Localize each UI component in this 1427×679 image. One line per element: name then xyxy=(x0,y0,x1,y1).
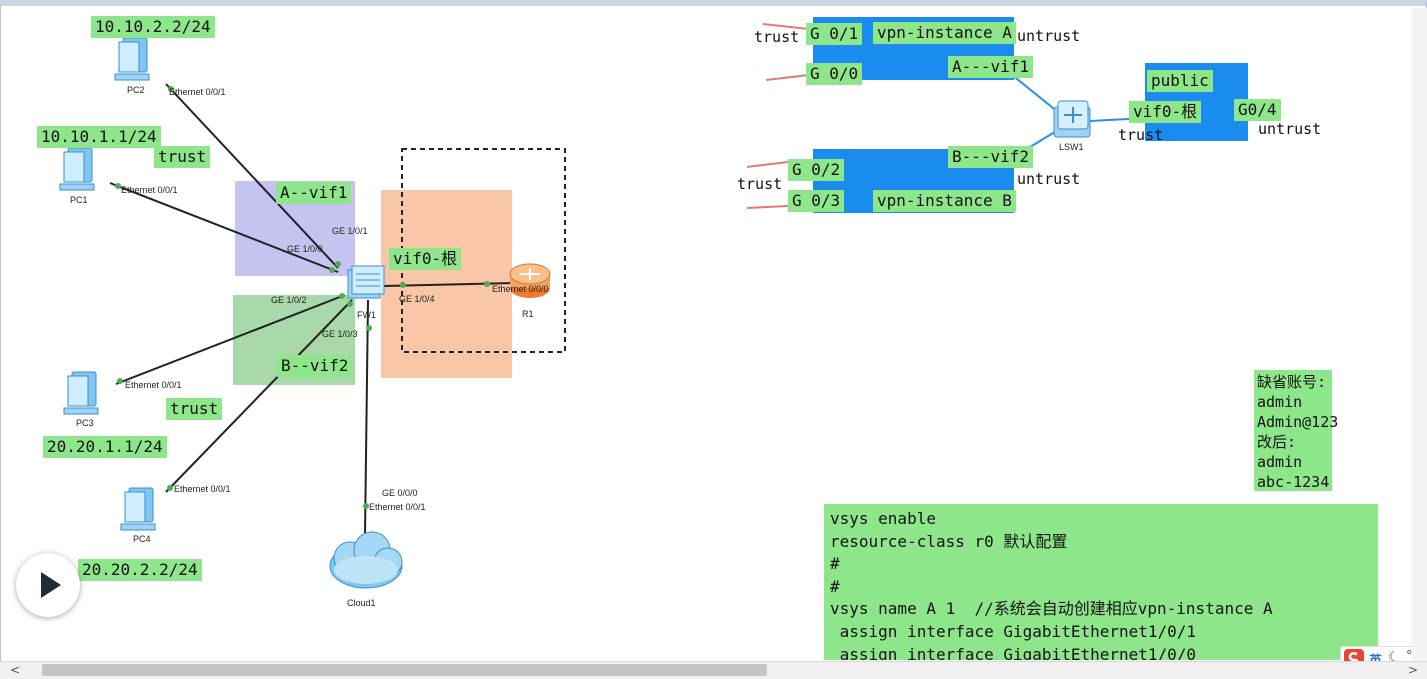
untrust-b-label: untrust xyxy=(1017,170,1081,188)
account-line: admin xyxy=(1257,393,1303,411)
fw-ge100-label: GE 1/0/0 xyxy=(287,244,323,254)
pc4-ip-label: 20.20.2.2/24 xyxy=(78,559,202,581)
pc1-icon xyxy=(59,147,95,191)
code-line: vsys name A 1 //系统会自动创建相应vpn-instance A xyxy=(830,599,1273,619)
vif1-a-label: A---vif1 xyxy=(948,56,1034,78)
scroll-left-arrow-icon[interactable]: < xyxy=(10,663,21,677)
pc2-icon xyxy=(114,37,150,81)
g02-label: G 0/2 xyxy=(788,159,845,181)
link-pc4-fw xyxy=(165,299,353,493)
public-title: public xyxy=(1147,70,1213,92)
router-port-label: Ethernet 0/0/0 xyxy=(492,284,549,294)
pc3-ip-label: 20.20.1.1/24 xyxy=(43,436,167,458)
fw-ge101-label: GE 1/0/1 xyxy=(332,226,368,236)
code-line: assign interface GigabitEthernet1/0/1 xyxy=(830,621,1197,641)
code-line: vsys enable xyxy=(830,509,936,528)
pc4-name: PC4 xyxy=(133,534,151,544)
trust-public-label: trust xyxy=(1118,126,1164,144)
vif2-label: B--vif2 xyxy=(277,355,353,377)
account-line: 缺省账号: xyxy=(1257,373,1327,391)
cloud-ge000-label: GE 0/0/0 xyxy=(382,488,418,498)
fw-ge104-label: GE 1/0/4 xyxy=(399,294,435,304)
red-stubs xyxy=(746,23,810,209)
vif1-label: A--vif1 xyxy=(276,182,352,204)
vpn-instance-a-label: vpn-instance A xyxy=(873,22,1016,44)
code-line: # xyxy=(830,576,840,596)
pc3-icon xyxy=(63,371,99,415)
link-pc2-fw xyxy=(165,83,339,269)
moon-icon: ☾ xyxy=(1388,650,1400,665)
pc2-port-label: Ethernet 0/0/1 xyxy=(169,87,226,97)
code-line: resource-class r0 默认配置 xyxy=(830,531,1068,551)
pc3-name: PC3 xyxy=(76,418,94,428)
pc3-port-label: Ethernet 0/0/1 xyxy=(125,380,182,390)
play-button[interactable] xyxy=(16,553,80,617)
port-dots xyxy=(115,86,490,509)
vif0-public-label: vif0-根 xyxy=(1129,101,1202,123)
account-line: Admin@123 xyxy=(1257,413,1339,431)
g00-label: G 0/0 xyxy=(806,63,863,85)
default-account-note: 缺省账号: admin Admin@123 改后: admin abc-1234 xyxy=(1254,370,1339,491)
untrust-a-label: untrust xyxy=(1017,27,1081,45)
pc1-name: PC1 xyxy=(70,195,88,205)
g01-label: G 0/1 xyxy=(806,23,863,45)
account-line: abc-1234 xyxy=(1257,473,1330,491)
pc4-port-label: Ethernet 0/0/1 xyxy=(174,484,231,494)
cloud-icon xyxy=(329,531,403,589)
link-vifa-lsw xyxy=(1011,74,1059,113)
pc1-port-label: Ethernet 0/0/1 xyxy=(121,185,178,195)
play-icon xyxy=(41,572,61,598)
trust-label-lower: trust xyxy=(166,398,223,420)
g04-label: G0/4 xyxy=(1234,99,1281,121)
pc4-icon xyxy=(120,487,156,531)
account-line: 改后: xyxy=(1257,433,1297,451)
link-pc3-fw xyxy=(115,294,346,385)
trust-b-label: trust xyxy=(737,175,783,193)
switch-icon xyxy=(1053,100,1091,138)
untrust-public-label: untrust xyxy=(1258,120,1322,138)
router-name: R1 xyxy=(522,309,534,319)
link-pc1-fw xyxy=(109,182,339,273)
trust-a-label: trust xyxy=(754,28,800,46)
cloud-name: Cloud1 xyxy=(347,598,376,608)
punctuation-icon: °, xyxy=(1406,649,1417,664)
link-fw-cloud xyxy=(364,299,369,536)
router-icon xyxy=(509,263,551,298)
horizontal-scroll-thumb[interactable] xyxy=(42,664,767,676)
pc2-name: PC2 xyxy=(127,85,145,95)
vertical-scrollbar[interactable] xyxy=(1412,8,1427,661)
fw-ge103-label: GE 1/0/3 xyxy=(322,329,358,339)
pc1-ip-label: 10.10.1.1/24 xyxy=(37,126,161,148)
vpn-instance-b-label: vpn-instance B xyxy=(873,190,1016,212)
pc2-ip-label: 10.10.2.2/24 xyxy=(91,16,215,38)
scroll-right-arrow-icon[interactable]: > xyxy=(1408,663,1419,677)
vif2-b-label: B---vif2 xyxy=(948,146,1034,168)
vif0-label: vif0-根 xyxy=(389,248,462,270)
code-line: assign interface GigabitEthernet1/0/0 xyxy=(830,644,1197,660)
fw-ge102-label: GE 1/0/2 xyxy=(271,295,307,305)
g03-label: G 0/3 xyxy=(788,190,845,212)
switch-name: LSW1 xyxy=(1059,142,1084,152)
fw-name: FW1 xyxy=(357,310,376,320)
code-line: # xyxy=(830,554,840,574)
trust-label-upper: trust xyxy=(154,146,211,168)
firewall-icon xyxy=(347,265,385,299)
cloud-port-label: Ethernet 0/0/1 xyxy=(369,502,426,512)
account-line: admin xyxy=(1257,453,1303,471)
config-code-block: vsys enable resource-class r0 默认配置 # # v… xyxy=(824,504,1378,660)
